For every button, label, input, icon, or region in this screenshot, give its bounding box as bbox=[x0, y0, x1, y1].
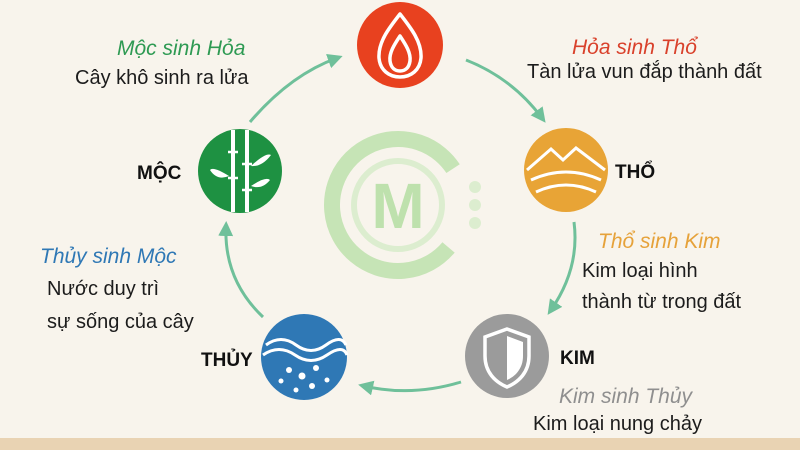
kim-label: KIM bbox=[560, 348, 595, 369]
tho-kim-desc-line1: Kim loại hình bbox=[582, 260, 698, 282]
mountain-icon bbox=[526, 146, 606, 194]
thuy-node bbox=[261, 314, 349, 400]
kim-thuy-title: Kim sinh Thủy bbox=[559, 385, 693, 408]
flame-icon bbox=[377, 12, 423, 79]
arrow-kim-thuy bbox=[358, 380, 462, 396]
shield-icon bbox=[483, 327, 531, 389]
tho-kim-desc-line2: thành từ trong đất bbox=[582, 291, 742, 313]
thuy-label: THỦY bbox=[201, 350, 253, 371]
tho-node bbox=[524, 128, 608, 212]
moc-hoa-desc: Cây khô sinh ra lửa bbox=[75, 67, 249, 89]
arrow-moc-hoa bbox=[248, 54, 343, 123]
tho-kim-title: Thổ sinh Kim bbox=[598, 230, 721, 253]
kim-node bbox=[465, 314, 549, 398]
hoa-tho-desc: Tàn lửa vun đắp thành đất bbox=[527, 61, 762, 83]
hoa-tho-title: Hỏa sinh Thổ bbox=[572, 36, 697, 59]
arrow-hoa-tho bbox=[465, 58, 546, 123]
thuy-moc-desc-line2: sự sống của cây bbox=[47, 311, 194, 333]
moc-node bbox=[198, 129, 282, 213]
thuy-moc-title: Thủy sinh Mộc bbox=[40, 245, 177, 268]
hoa-node bbox=[357, 2, 443, 88]
moc-hoa-title: Mộc sinh Hỏa bbox=[117, 37, 246, 60]
thuy-moc-desc-line1: Nước duy trì bbox=[47, 278, 160, 300]
tho-label: THỔ bbox=[615, 162, 656, 183]
logo-letter: M bbox=[371, 170, 424, 242]
moc-label: MỘC bbox=[137, 163, 182, 184]
arrow-tho-kim bbox=[547, 221, 577, 315]
bottom-strip bbox=[0, 438, 800, 450]
waves-icon bbox=[262, 338, 349, 393]
cm-logo-watermark: M bbox=[324, 131, 481, 279]
cycle-arrows bbox=[218, 54, 577, 396]
bamboo-icon bbox=[210, 130, 271, 212]
kim-thuy-desc: Kim loại nung chảy bbox=[533, 413, 702, 435]
arrow-thuy-moc bbox=[218, 221, 265, 319]
